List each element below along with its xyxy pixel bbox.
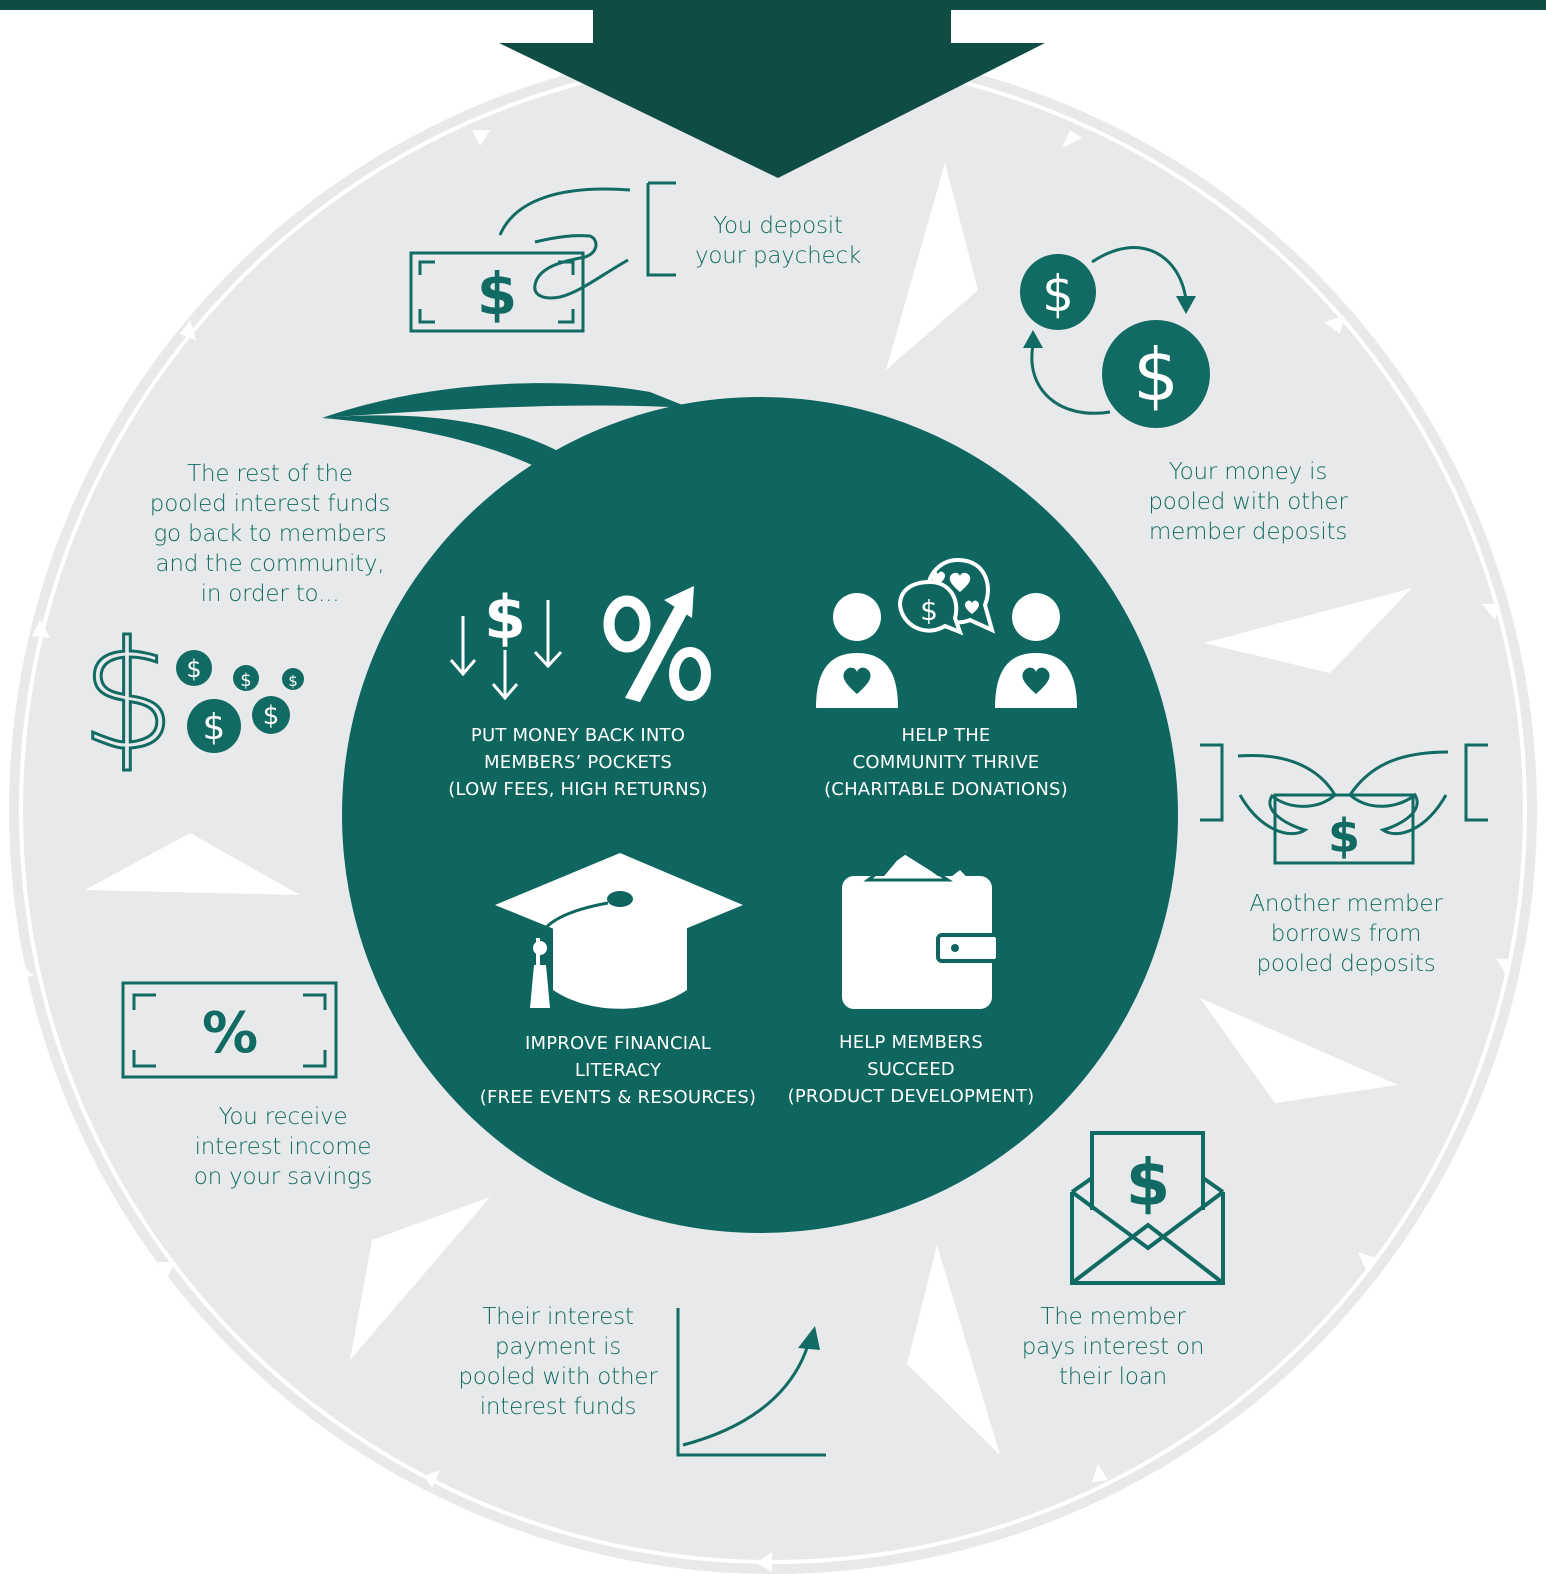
bubble-dollar-glyph: $	[920, 594, 938, 627]
outcome-community-label: HELP THE COMMUNITY THRIVE (CHARITABLE DO…	[824, 725, 1068, 800]
wallet-icon	[842, 851, 1000, 1009]
step-rest-funds-label: The rest of the pooled interest funds go…	[149, 461, 391, 607]
borrow-dollar-glyph: $	[1328, 809, 1360, 863]
falling-dollar-glyph: $	[484, 583, 526, 653]
falling-dollar-percent-icon	[449, 600, 563, 701]
heart-icon	[843, 667, 1050, 694]
swoosh-arrow-body	[322, 415, 630, 530]
svg-text:$: $	[263, 701, 280, 731]
svg-text:$: $	[240, 670, 251, 691]
direction-triangles	[85, 163, 1412, 1455]
envelope-dollar-glyph: $	[1126, 1147, 1171, 1221]
hands-exchange-cash-icon	[1200, 743, 1488, 865]
money-exchange-icon: $ $	[1020, 246, 1210, 428]
hand-with-cash-icon	[409, 181, 676, 333]
top-band	[0, 0, 1546, 10]
svg-text:$: $	[1042, 265, 1074, 323]
svg-text:$: $	[186, 655, 201, 683]
envelope-dollar-icon	[1070, 1131, 1225, 1285]
step-pays-interest-label: The member pays interest on their loan	[1021, 1304, 1205, 1390]
growth-curve-icon	[676, 1308, 826, 1457]
entry-arrow	[499, 10, 1045, 178]
percent-bill-icon	[121, 981, 338, 1079]
dollar-sign-glyph: $	[477, 260, 517, 328]
svg-text:$: $	[288, 672, 298, 690]
small-hearts-icon	[930, 571, 980, 614]
dollar-coins-icon: $ $ $ $ $ $	[79, 609, 304, 786]
cycle-ring-arrows	[16, 130, 1512, 1572]
outcome-succeed-label: HELP MEMBERS SUCCEED (PRODUCT DEVELOPMEN…	[787, 1032, 1035, 1107]
svg-text:$: $	[203, 707, 226, 748]
svg-text:$: $	[80, 610, 175, 784]
percent-arrow-icon	[603, 586, 711, 702]
swoosh-arrow-head	[590, 468, 679, 565]
graduation-cap-icon	[495, 853, 743, 1009]
step-receive-interest-label: You receive interest income on your savi…	[193, 1104, 373, 1190]
outcome-literacy-label: IMPROVE FINANCIAL LITERACY (FREE EVENTS …	[479, 1033, 757, 1108]
step-borrow-label: Another member borrows from pooled depos…	[1249, 891, 1443, 977]
svg-text:$: $	[1133, 333, 1179, 417]
swoosh-arrow-tail	[322, 383, 690, 418]
step-interest-pooled-label: Their interest payment is pooled with ot…	[458, 1304, 658, 1420]
percent-glyph: %	[202, 1001, 258, 1066]
outcome-pockets-label: PUT MONEY BACK INTO MEMBERS’ POCKETS (LO…	[448, 725, 708, 800]
step-deposit-label: You deposit your paycheck	[694, 213, 862, 269]
step-pooled-label: Your money is pooled with other member d…	[1148, 459, 1348, 545]
